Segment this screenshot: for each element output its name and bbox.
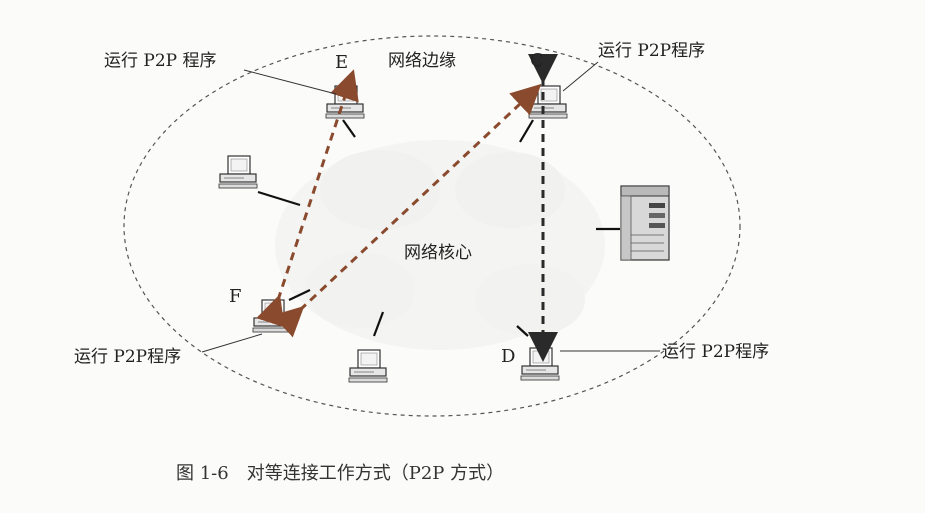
label-run-p2p-F: 运行 P2P程序 bbox=[74, 347, 181, 367]
label-network-edge: 网络边缘 bbox=[388, 51, 456, 71]
host-C bbox=[528, 85, 568, 119]
figure-caption: 图 1-6 对等连接工作方式（P2P 方式） bbox=[176, 463, 504, 484]
host-E bbox=[325, 85, 365, 119]
label-network-core: 网络核心 bbox=[404, 243, 472, 263]
node-letter-C: C bbox=[530, 50, 544, 71]
label-run-p2p-C: 运行 P2P程序 bbox=[598, 41, 705, 61]
node-letter-E: E bbox=[335, 52, 348, 73]
tower-server-icon bbox=[620, 185, 670, 261]
host-left bbox=[218, 155, 258, 189]
label-run-p2p-E: 运行 P2P 程序 bbox=[104, 51, 217, 71]
host-F bbox=[252, 299, 292, 333]
node-letter-F: F bbox=[229, 286, 242, 307]
p2p-connections bbox=[256, 54, 558, 362]
host-D bbox=[520, 347, 560, 381]
label-run-p2p-D: 运行 P2P程序 bbox=[662, 342, 769, 362]
network-edge-boundary bbox=[123, 35, 741, 417]
label-leaders bbox=[201, 61, 660, 353]
host-bottom bbox=[348, 349, 388, 383]
p2p-arrow-F-C bbox=[272, 83, 542, 338]
node-letter-D: D bbox=[501, 346, 515, 367]
